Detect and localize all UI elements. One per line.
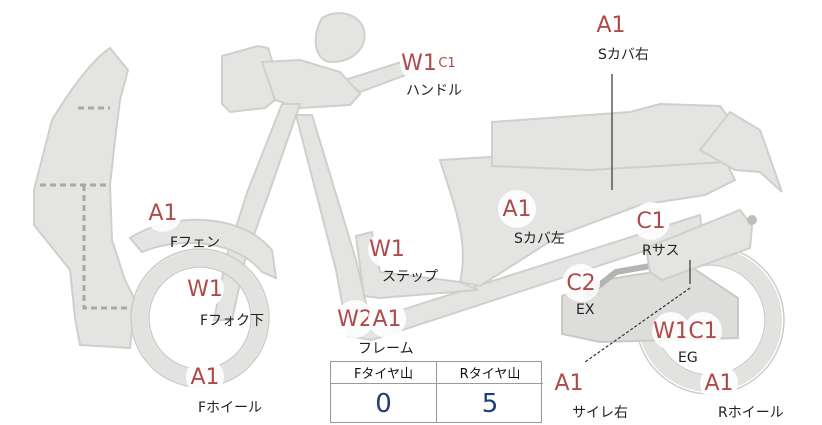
code-group-r-wheel: A1 (700, 364, 738, 402)
code-group-step: W1 (368, 230, 406, 268)
label-handle: ハンドル (406, 83, 462, 99)
rear-shock (644, 208, 754, 282)
code-group-r-suspension: C1 (632, 202, 670, 240)
label-frame: フレーム (358, 341, 414, 357)
damage-code-badge: A1 (186, 358, 224, 396)
label-step: ステップ (382, 269, 438, 285)
label-engine: EG (678, 350, 698, 366)
label-f-fender: Fフェン (170, 235, 221, 251)
code-group-s-cover-left: A1 (498, 190, 536, 228)
tire-tread-table: Fタイヤ山 Rタイヤ山 0 5 (330, 361, 543, 423)
front-tire-value: 0 (331, 384, 437, 423)
code-group-handle: W1 C1 (400, 44, 460, 82)
shield-seam (40, 106, 132, 310)
damage-code-badge: A1 (550, 364, 588, 402)
damage-code-badge: A1 (700, 364, 738, 402)
damage-code-badge: C1 (434, 50, 460, 76)
code-group-f-wheel: A1 (186, 358, 224, 396)
rear-tail (698, 110, 783, 193)
handlebar (314, 12, 366, 64)
damage-code-badge: W1 (368, 230, 406, 268)
code-group-exhaust: C2 (562, 264, 600, 302)
damage-code-badge: W2 (336, 300, 374, 338)
damage-code-badge: C1 (632, 202, 670, 240)
label-f-wheel: Fホイール (198, 400, 263, 416)
code-group-engine: W1 C1 (652, 312, 722, 350)
damage-code-badge: A1 (144, 194, 182, 232)
front-tire-header: Fタイヤ山 (331, 362, 437, 384)
damage-code-badge: W1 (652, 312, 690, 350)
damage-code-badge: A1 (592, 6, 630, 44)
label-s-cover-left: Sカバ左 (514, 231, 565, 247)
code-group-s-cover-right: A1 (592, 6, 630, 44)
steering-column (260, 58, 362, 110)
label-exhaust: EX (576, 302, 595, 318)
frame-tube (294, 114, 704, 342)
damage-code-badge: W1 (400, 44, 438, 82)
code-group-muffler-right: A1 (550, 364, 588, 402)
code-group-frame: W2 A1 (336, 300, 406, 338)
damage-code-badge: A1 (368, 300, 406, 338)
side-cover (438, 146, 737, 288)
damage-code-badge: C1 (684, 312, 722, 350)
label-f-fork-lower: Fフォク下 (200, 313, 265, 329)
label-muffler-right: サイレ右 (572, 405, 628, 421)
damage-code-badge: C2 (562, 264, 600, 302)
label-s-cover-right: Sカバ右 (598, 47, 649, 63)
leader-muffler (584, 287, 691, 363)
rear-tire-header: Rタイヤ山 (437, 362, 543, 384)
code-group-f-fender: A1 (144, 194, 182, 232)
label-r-suspension: Rサス (642, 243, 680, 259)
label-r-wheel: Rホイール (718, 405, 784, 421)
rear-tire-value: 5 (481, 388, 499, 419)
damage-code-badge: W1 (186, 270, 224, 308)
damage-code-badge: A1 (498, 190, 536, 228)
code-group-f-fork-lower: W1 (186, 270, 224, 308)
